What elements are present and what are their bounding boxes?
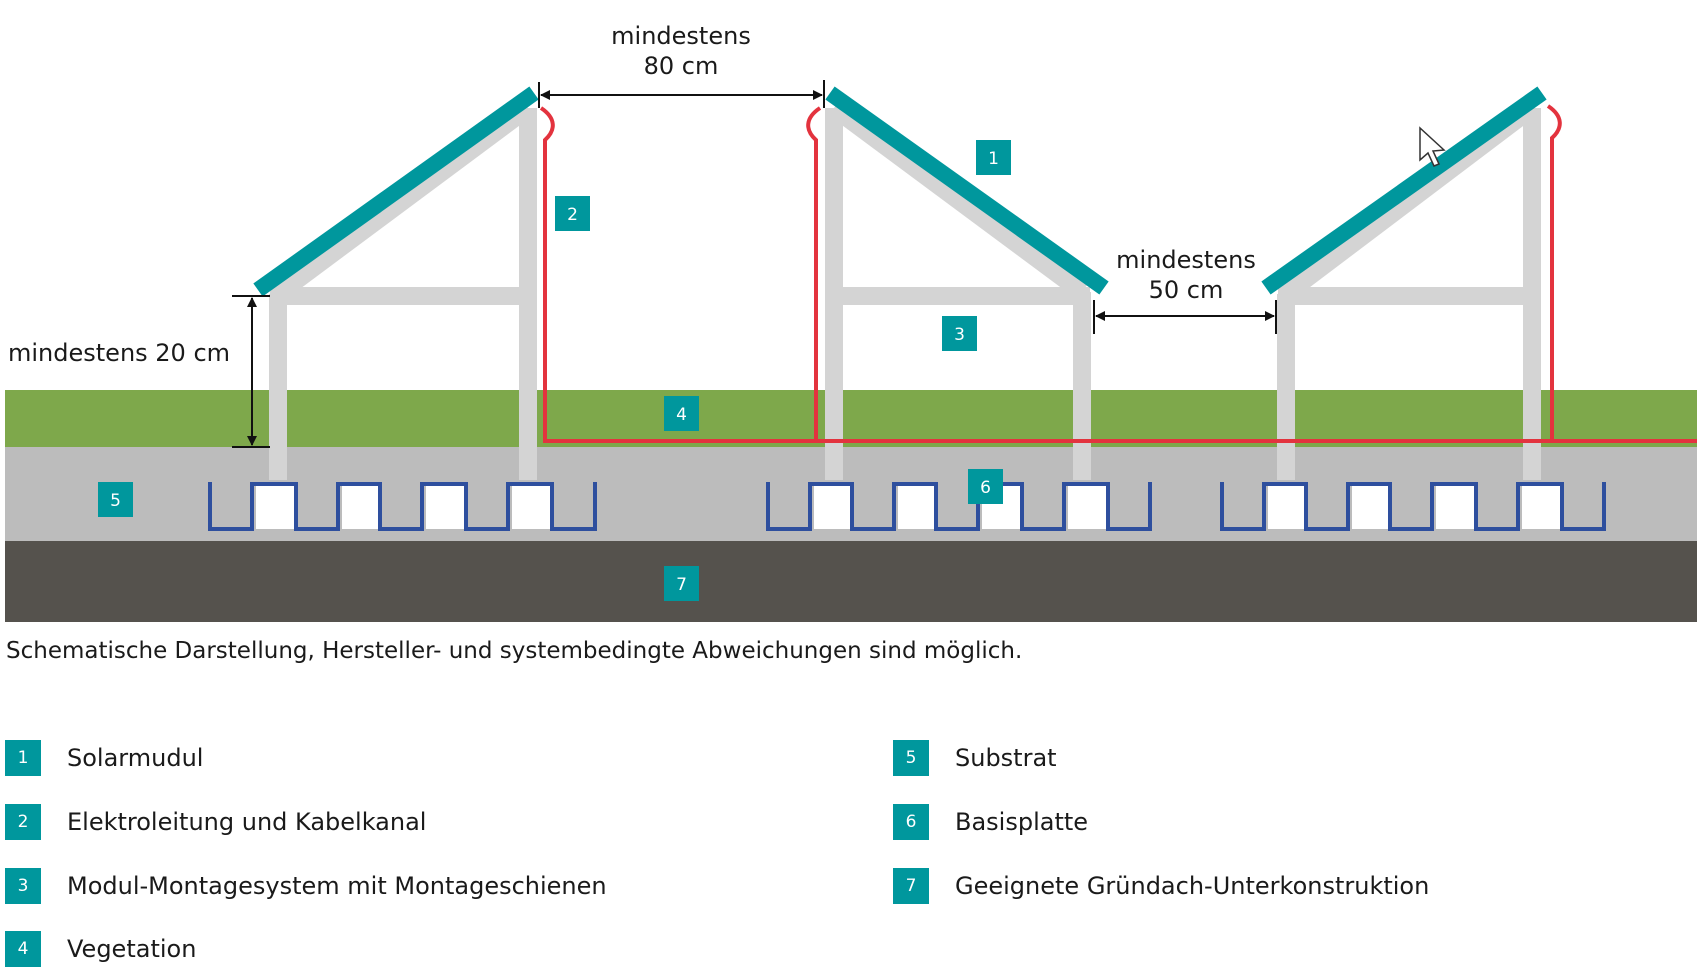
dimension-label-20cm: mindestens 20 cm (8, 339, 230, 367)
baseplate-1 (208, 482, 597, 531)
legend-label: Substrat (955, 744, 1057, 772)
svg-text:4: 4 (676, 405, 687, 425)
legend-label: Modul-Montagesystem mit Montageschienen (67, 872, 607, 900)
cable-line (539, 104, 1697, 443)
mounting-frame-2 (825, 100, 1091, 480)
solar-panel-1 (253, 86, 539, 297)
badge-5: 5 (98, 482, 133, 517)
legend-label: Basisplatte (955, 808, 1089, 836)
baseplate-2 (766, 482, 1152, 531)
legend-badge: 5 (893, 740, 929, 776)
badge-3: 3 (942, 316, 977, 351)
legend-badge: 6 (893, 804, 929, 840)
legend-badge: 7 (893, 868, 929, 904)
svg-text:3: 3 (954, 325, 965, 345)
legend-badge: 1 (5, 740, 41, 776)
legend-badge: 2 (5, 804, 41, 840)
svg-text:7: 7 (676, 575, 687, 595)
legend-label: Elektroleitung und Kabelkanal (67, 808, 427, 836)
badge-6: 6 (968, 469, 1003, 504)
legend-item-7: 7 Geeignete Gründach-Unterkonstruktion (893, 868, 1429, 904)
legend-badge: 3 (5, 868, 41, 904)
svg-text:2: 2 (567, 205, 578, 225)
solar-panel-3 (1261, 86, 1547, 295)
badge-2: 2 (555, 196, 590, 231)
legend-item-3: 3 Modul-Montagesystem mit Montageschiene… (5, 868, 607, 904)
badge-1: 1 (976, 140, 1011, 175)
mounting-frame-1 (269, 100, 537, 480)
legend-label: Solarmudul (67, 744, 204, 772)
mouse-cursor-icon (1419, 126, 1446, 167)
dimension-lines (232, 80, 1277, 448)
badge-4: 4 (664, 396, 699, 431)
base-roof-layer (5, 540, 1697, 622)
caption-text: Schematische Darstellung, Hersteller- un… (6, 638, 1023, 664)
legend-item-1: 1 Solarmudul (5, 740, 203, 776)
mounting-frame-3 (1277, 100, 1541, 480)
legend-badge: 4 (5, 931, 41, 967)
solar-panels (253, 86, 1547, 297)
svg-text:1: 1 (988, 149, 999, 169)
legend-item-6: 6 Basisplatte (893, 804, 1088, 840)
legend-item-4: 4 Vegetation (5, 931, 196, 967)
vegetation-layer (5, 390, 1697, 447)
legend-label: Vegetation (67, 935, 197, 963)
baseplate-3 (1220, 482, 1606, 531)
legend-item-5: 5 Substrat (893, 740, 1057, 776)
svg-text:6: 6 (980, 478, 991, 498)
baseplate-gaps (256, 486, 1560, 529)
legend-label: Geeignete Gründach-Unterkonstruktion (955, 872, 1430, 900)
badge-7: 7 (664, 566, 699, 601)
baseplate-group (208, 482, 1606, 531)
svg-text:5: 5 (110, 491, 121, 511)
solar-panel-2 (825, 86, 1109, 295)
legend-item-2: 2 Elektroleitung und Kabelkanal (5, 804, 426, 840)
